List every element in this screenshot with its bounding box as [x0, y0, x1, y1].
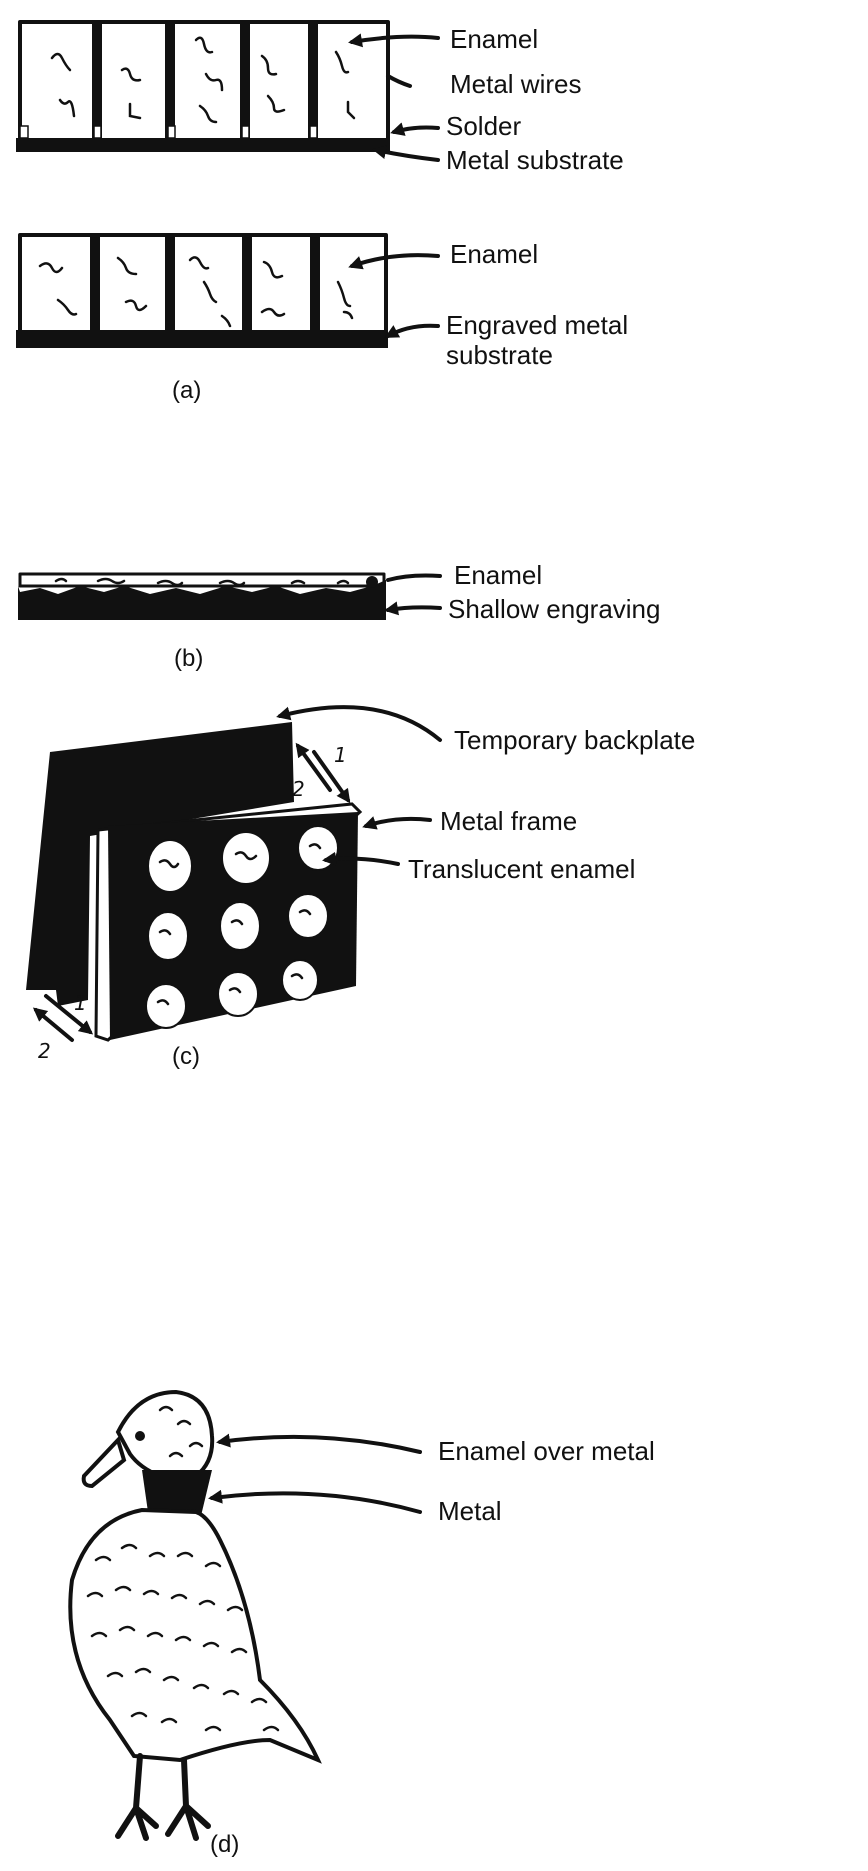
label-temporary-backplate: Temporary backplate — [454, 725, 695, 755]
arrow-icon — [390, 122, 440, 136]
panel-c-plique-a-jour-diagram — [26, 722, 363, 1042]
arrow-icon — [348, 33, 440, 48]
panel-a-bottom-arrows — [348, 253, 440, 338]
panel-d-arrows — [208, 1433, 422, 1514]
label-translucent-enamel: Translucent enamel — [408, 854, 635, 884]
step-number-1-top: 1 — [334, 743, 347, 767]
arrow-icon — [384, 601, 442, 616]
arrow-icon — [386, 74, 412, 88]
arrow-icon — [276, 705, 442, 742]
arrow-icon — [384, 323, 440, 338]
panel-b-basse-taille-diagram — [18, 572, 386, 620]
panel-c-arrows — [276, 705, 442, 866]
label-metal-wires: Metal wires — [450, 69, 581, 99]
caption-d: (d) — [210, 1831, 239, 1858]
step-arrow-icon — [44, 994, 94, 1035]
step-arrow-icon — [295, 742, 332, 792]
arrow-icon — [372, 145, 440, 162]
label-enamel-b: Enamel — [454, 560, 542, 590]
feather-strokes — [86, 1405, 280, 1732]
label-shallow-engraving: Shallow engraving — [448, 594, 660, 624]
caption-a: (a) — [172, 377, 201, 404]
step-arrow-icon — [32, 1007, 74, 1042]
arrow-icon — [386, 573, 442, 582]
enamel-discs — [145, 825, 339, 1029]
panel-a-champleve-diagram — [16, 233, 388, 348]
step-number-2-bottom: 2 — [38, 1039, 51, 1063]
label-enamel-a1: Enamel — [450, 24, 538, 54]
step-number-2-top: 2 — [292, 777, 305, 801]
caption-c: (c) — [172, 1043, 200, 1070]
step-arrow-icon — [312, 750, 351, 804]
panel-b-arrows — [384, 573, 442, 616]
step-number-1-bottom: 1 — [74, 991, 87, 1015]
arrow-icon — [208, 1489, 422, 1514]
label-enamel-over-metal: Enamel over metal — [438, 1436, 655, 1466]
panel-a-top-arrows — [348, 33, 440, 162]
label-metal-substrate: Metal substrate — [446, 145, 624, 175]
label-engraved-metal: Engraved metal — [446, 310, 628, 340]
panel-d-bird-illustration — [68, 1389, 322, 1841]
arrow-icon — [362, 816, 432, 830]
label-metal: Metal — [438, 1496, 502, 1526]
caption-b: (b) — [174, 645, 203, 672]
label-substrate: substrate — [446, 340, 553, 370]
arrow-icon — [216, 1433, 422, 1454]
panel-a-cloisonne-diagram — [16, 20, 390, 152]
label-enamel-a2: Enamel — [450, 239, 538, 269]
arrow-icon — [348, 253, 440, 270]
arrow-icon — [322, 851, 400, 866]
label-solder: Solder — [446, 111, 521, 141]
label-metal-frame: Metal frame — [440, 806, 577, 836]
